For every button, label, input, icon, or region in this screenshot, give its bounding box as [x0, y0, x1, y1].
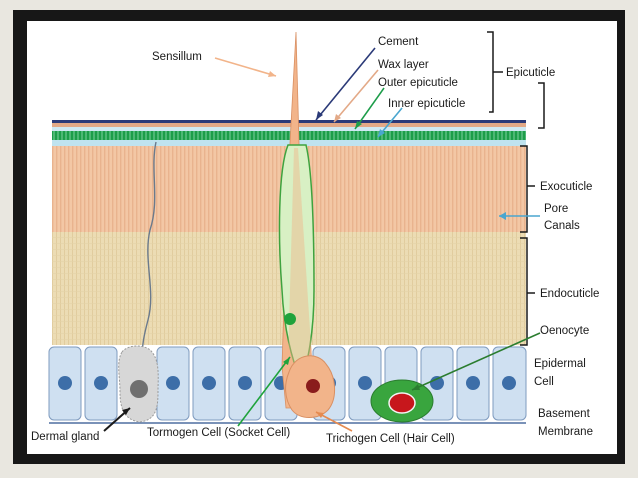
label-epicuticle: Epicuticle	[506, 67, 555, 79]
label-pore-canals-2: Canals	[544, 220, 580, 232]
endocuticle-bracket	[520, 237, 528, 346]
exocuticle-bracket	[520, 145, 528, 233]
nucleus	[466, 376, 480, 390]
label-tormogen-cell: Tormogen Cell (Socket Cell)	[147, 427, 290, 439]
cement-layer	[52, 120, 526, 123]
label-dermal-gland: Dermal gland	[31, 431, 99, 443]
label-pore-canals-1: Pore	[544, 203, 568, 215]
label-wax-layer: Wax layer	[378, 59, 429, 71]
sensillum-pointer	[214, 57, 277, 77]
cement-pointer	[315, 47, 376, 121]
label-outer-epicuticle: Outer epicuticle	[378, 77, 458, 89]
wax-layer	[52, 123, 526, 127]
nucleus	[430, 376, 444, 390]
label-basement-membrane-2: Membrane	[538, 426, 593, 438]
trichogen-nucleus	[306, 379, 320, 393]
label-inner-epicuticle: Inner epicuticle	[388, 98, 465, 110]
nucleus	[166, 376, 180, 390]
label-exocuticle: Exocuticle	[540, 181, 592, 193]
outer-epicuticle-top	[52, 127, 526, 131]
label-epidermal-cell-2: Cell	[534, 376, 554, 388]
label-endocuticle: Endocuticle	[540, 288, 599, 300]
nucleus	[202, 376, 216, 390]
nucleus	[502, 376, 516, 390]
epicuticle-layer-bracket	[538, 82, 545, 129]
label-cement: Cement	[378, 36, 419, 48]
oenocyte-cell	[370, 379, 434, 423]
nucleus	[94, 376, 108, 390]
dermal-gland-cell	[118, 345, 159, 423]
label-oenocyte: Oenocyte	[540, 325, 589, 337]
nucleus	[58, 376, 72, 390]
nucleus	[358, 376, 372, 390]
inner-epicuticle-layer	[52, 140, 526, 146]
label-sensillum: Sensillum	[152, 51, 202, 63]
tormogen-pointer	[237, 356, 291, 427]
epicuticle-bracket-top	[487, 31, 494, 113]
label-epidermal-cell-1: Epidermal	[534, 358, 586, 370]
dermal-gland-duct	[141, 141, 157, 361]
nucleus	[238, 376, 252, 390]
wax-layer-pointer	[333, 69, 379, 123]
label-trichogen-cell: Trichogen Cell (Hair Cell)	[326, 433, 455, 445]
oenocyte-pointer	[411, 332, 541, 391]
label-basement-membrane-1: Basement	[538, 408, 591, 420]
outer-epicuticle-layer	[52, 131, 526, 140]
tormogen-nucleus	[284, 313, 296, 325]
outer-epicuticle-pointer	[354, 87, 385, 130]
